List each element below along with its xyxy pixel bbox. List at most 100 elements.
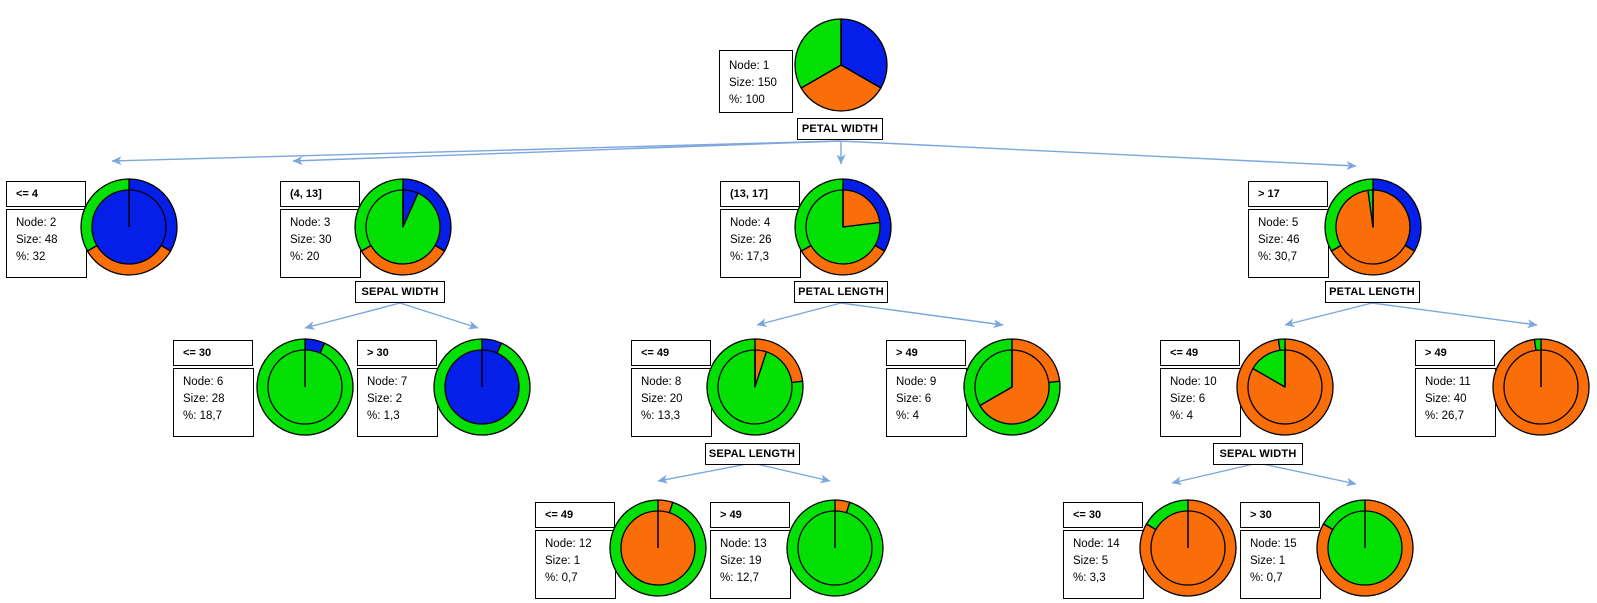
- node-number-label: Node: 11: [1425, 376, 1471, 388]
- edge-arrow: [840, 302, 1004, 329]
- stats-box: Node: 1 Size: 150 %: 100: [719, 50, 793, 113]
- stats-box: Node: 14 Size: 5 %: 3,3: [1063, 530, 1144, 599]
- node-pie-chart: [256, 338, 354, 436]
- condition-label: <= 49: [1170, 347, 1199, 359]
- condition-box: > 30: [357, 340, 437, 366]
- condition-label: > 49: [896, 347, 918, 359]
- condition-box: <= 49: [1160, 340, 1240, 366]
- condition-box: <= 30: [1063, 502, 1143, 528]
- condition-box: <= 49: [535, 502, 615, 528]
- node-percent-label: %: 3,3: [1073, 572, 1106, 584]
- condition-label: (4, 13]: [290, 188, 322, 200]
- node-pie-chart: [1139, 499, 1237, 597]
- node-size-label: Size: 48: [16, 234, 58, 246]
- node-number-label: Node: 3: [290, 217, 331, 229]
- condition-label: > 30: [1250, 509, 1272, 521]
- node-size-label: Size: 28: [183, 393, 225, 405]
- edge-arrow: [1171, 462, 1259, 486]
- node-percent-label: %: 0,7: [545, 572, 578, 584]
- node-number-label: Node: 5: [1258, 217, 1299, 229]
- split-variable-label-node-8: SEPAL LENGTH: [704, 443, 800, 465]
- condition-box: > 49: [886, 340, 966, 366]
- node-pie-chart: [354, 178, 452, 276]
- condition-label: <= 4: [16, 188, 39, 200]
- condition-label: > 30: [367, 347, 389, 359]
- stats-box: Node: 15 Size: 1 %: 0,7: [1240, 530, 1321, 599]
- edge-arrow: [1257, 462, 1357, 487]
- node-size-label: Size: 46: [1258, 234, 1300, 246]
- stats-box: Node: 4 Size: 26 %: 17,3: [720, 209, 801, 278]
- node-size-label: Size: 6: [1170, 393, 1206, 405]
- node-size-label: Size: 40: [1425, 393, 1467, 405]
- condition-label: (13, 17]: [730, 188, 768, 200]
- node-percent-label: %: 100: [729, 94, 765, 106]
- condition-box: <= 4: [6, 181, 86, 207]
- stats-box: Node: 8 Size: 20 %: 13,3: [631, 368, 712, 437]
- node-number-label: Node: 1: [729, 60, 770, 72]
- condition-box: > 30: [1240, 502, 1320, 528]
- condition-label: > 49: [1425, 347, 1447, 359]
- stats-box: Node: 13 Size: 19 %: 12,7: [710, 530, 791, 599]
- node-percent-label: %: 0,7: [1250, 572, 1283, 584]
- condition-label: > 17: [1258, 188, 1280, 200]
- node-percent-label: %: 32: [16, 251, 46, 263]
- node-pie-chart: [1492, 338, 1590, 436]
- node-pie-chart: [963, 338, 1061, 436]
- edge-arrow: [1284, 302, 1373, 328]
- split-variable-label-node-10: SEPAL WIDTH: [1213, 443, 1303, 465]
- node-percent-label: %: 20: [290, 251, 320, 263]
- node-size-label: Size: 20: [641, 393, 683, 405]
- condition-box: (4, 13]: [280, 181, 360, 207]
- condition-box: <= 49: [631, 340, 711, 366]
- node-number-label: Node: 15: [1250, 538, 1297, 550]
- split-variable-label-node-4: PETAL LENGTH: [794, 281, 888, 303]
- stats-box: Node: 7 Size: 2 %: 1,3: [357, 368, 438, 437]
- condition-label: <= 49: [545, 509, 574, 521]
- edge-arrow: [111, 140, 841, 166]
- node-number-label: Node: 7: [367, 376, 408, 388]
- stats-box: Node: 3 Size: 30 %: 20: [280, 209, 361, 278]
- condition-label: <= 30: [1073, 509, 1102, 521]
- condition-label: <= 30: [183, 347, 212, 359]
- condition-box: > 49: [710, 502, 790, 528]
- condition-box: (13, 17]: [720, 181, 800, 207]
- node-size-label: Size: 26: [730, 234, 772, 246]
- node-size-label: Size: 1: [1250, 555, 1286, 567]
- node-number-label: Node: 6: [183, 376, 224, 388]
- node-percent-label: %: 12,7: [720, 572, 759, 584]
- node-size-label: Size: 19: [720, 555, 762, 567]
- condition-box: <= 30: [173, 340, 253, 366]
- edge-arrow: [756, 302, 842, 327]
- stats-box: Node: 9 Size: 6 %: 4: [886, 368, 967, 437]
- node-number-label: Node: 10: [1170, 376, 1217, 388]
- node-percent-label: %: 26,7: [1425, 410, 1464, 422]
- node-pie-chart: [80, 178, 178, 276]
- condition-label: <= 49: [641, 347, 670, 359]
- split-variable-label-node-5: PETAL LENGTH: [1324, 281, 1420, 303]
- node-size-label: Size: 1: [545, 555, 581, 567]
- node-percent-label: %: 4: [1170, 410, 1194, 422]
- node-pie-chart: [1324, 178, 1422, 276]
- node-number-label: Node: 4: [730, 217, 771, 229]
- node-pie-chart: [706, 338, 804, 436]
- node-size-label: Size: 2: [367, 393, 403, 405]
- node-size-label: Size: 150: [729, 77, 777, 89]
- node-size-label: Size: 6: [896, 393, 932, 405]
- stats-box: Node: 5 Size: 46 %: 30,7: [1248, 209, 1329, 278]
- edge-arrow: [657, 462, 753, 484]
- stats-box: Node: 10 Size: 6 %: 4: [1160, 368, 1241, 437]
- node-pie-chart: [1236, 338, 1334, 436]
- node-pie-chart: [786, 499, 884, 597]
- node-size-label: Size: 5: [1073, 555, 1109, 567]
- edge-arrow: [304, 302, 401, 330]
- condition-box: > 17: [1248, 181, 1328, 207]
- split-variable-label-node-1: PETAL WIDTH: [797, 118, 883, 140]
- edge-arrow: [1371, 302, 1538, 329]
- node-number-label: Node: 12: [545, 538, 592, 550]
- node-percent-label: %: 17,3: [730, 251, 769, 263]
- condition-label: > 49: [720, 509, 742, 521]
- node-pie-chart: [794, 18, 888, 112]
- node-size-label: Size: 30: [290, 234, 332, 246]
- condition-box: > 49: [1415, 340, 1495, 366]
